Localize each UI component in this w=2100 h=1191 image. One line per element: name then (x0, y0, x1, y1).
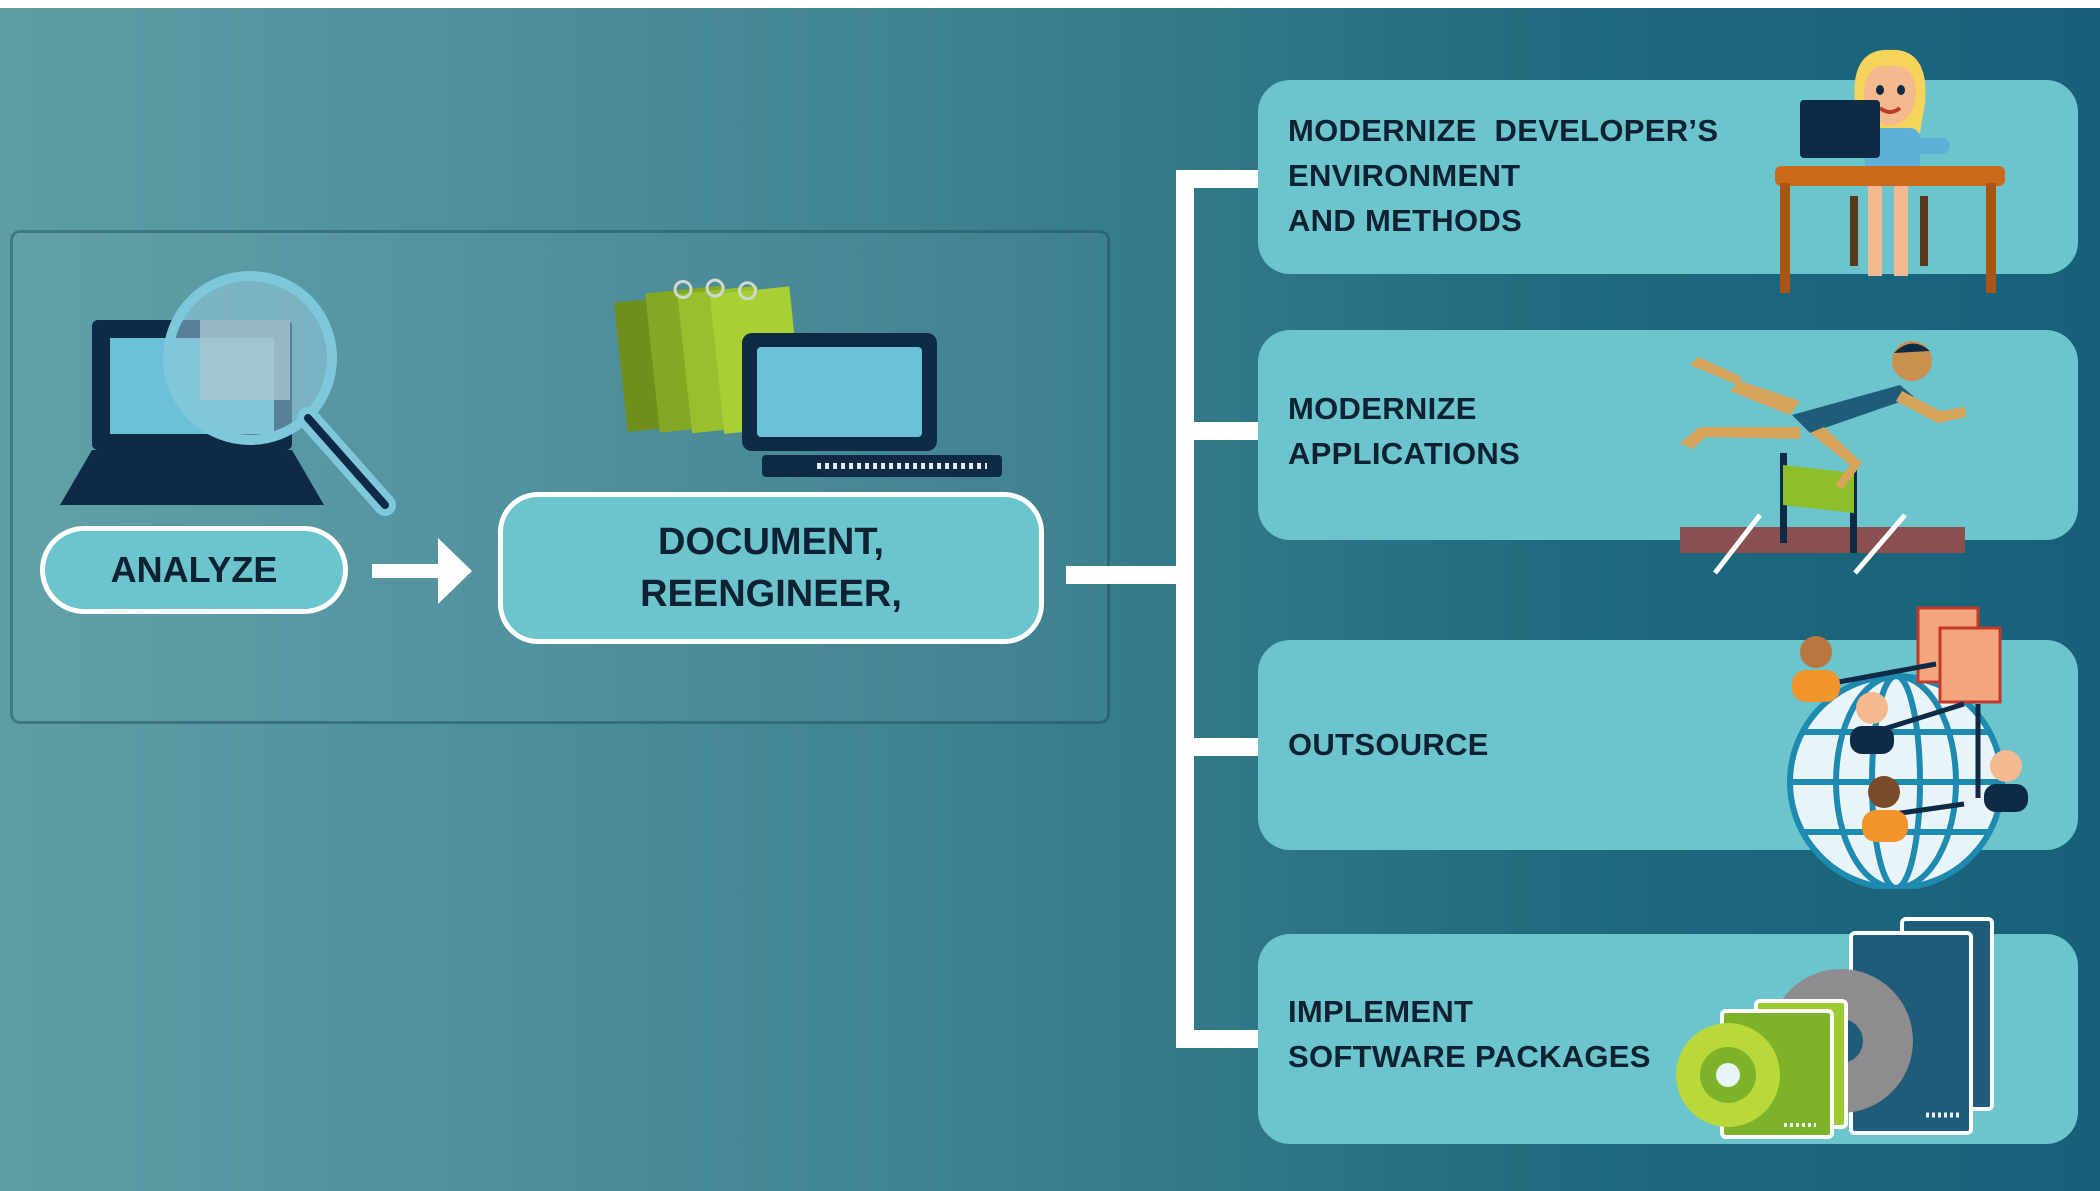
right-arrow-shaft (372, 564, 444, 578)
document-line-1: DOCUMENT, (658, 521, 884, 563)
analyze-label: ANALYZE (110, 549, 278, 590)
option-card-modernize-applications: MODERNIZE APPLICATIONS (1258, 330, 2078, 540)
option-line: ENVIRONMENT (1288, 158, 1521, 193)
connector-branch-1 (1176, 170, 1260, 188)
documents-laptop-icon (614, 278, 1002, 477)
developer-at-desk-icon (1775, 49, 2005, 293)
connector-branch-4 (1176, 1030, 1260, 1048)
top-border (0, 0, 2100, 8)
option-label: MODERNIZE DEVELOPER’S ENVIRONMENT AND ME… (1288, 108, 1718, 243)
option-label: MODERNIZE APPLICATIONS (1288, 386, 1520, 476)
connector-spine (1176, 170, 1194, 1048)
document-line-2: REENGINEER, (640, 573, 902, 615)
option-line: APPLICATIONS (1288, 436, 1521, 471)
hurdle-runner-icon (1680, 341, 1966, 575)
option-line: OUTSOURCE (1288, 727, 1489, 762)
connector-stem (1066, 566, 1182, 584)
option-line: AND METHODS (1288, 203, 1523, 238)
option-line: IMPLEMENT (1288, 994, 1474, 1029)
option-line: SOFTWARE PACKAGES (1288, 1039, 1651, 1074)
analyze-step: ANALYZE (40, 526, 348, 614)
option-line: MODERNIZE (1288, 391, 1477, 426)
connector-branch-2 (1176, 422, 1260, 440)
analysis-panel (10, 230, 1110, 724)
option-label: IMPLEMENT SOFTWARE PACKAGES (1288, 989, 1651, 1079)
document-step: DOCUMENT, REENGINEER, (498, 492, 1044, 644)
option-label: OUTSOURCE (1288, 722, 1489, 767)
connector-branch-3 (1176, 738, 1260, 756)
option-line: MODERNIZE DEVELOPER’S (1288, 113, 1719, 148)
right-arrow-icon (438, 538, 472, 604)
global-team-icon (1787, 606, 2028, 889)
laptop-magnifier-icon (60, 271, 396, 516)
software-packages-icon (1676, 917, 1994, 1139)
